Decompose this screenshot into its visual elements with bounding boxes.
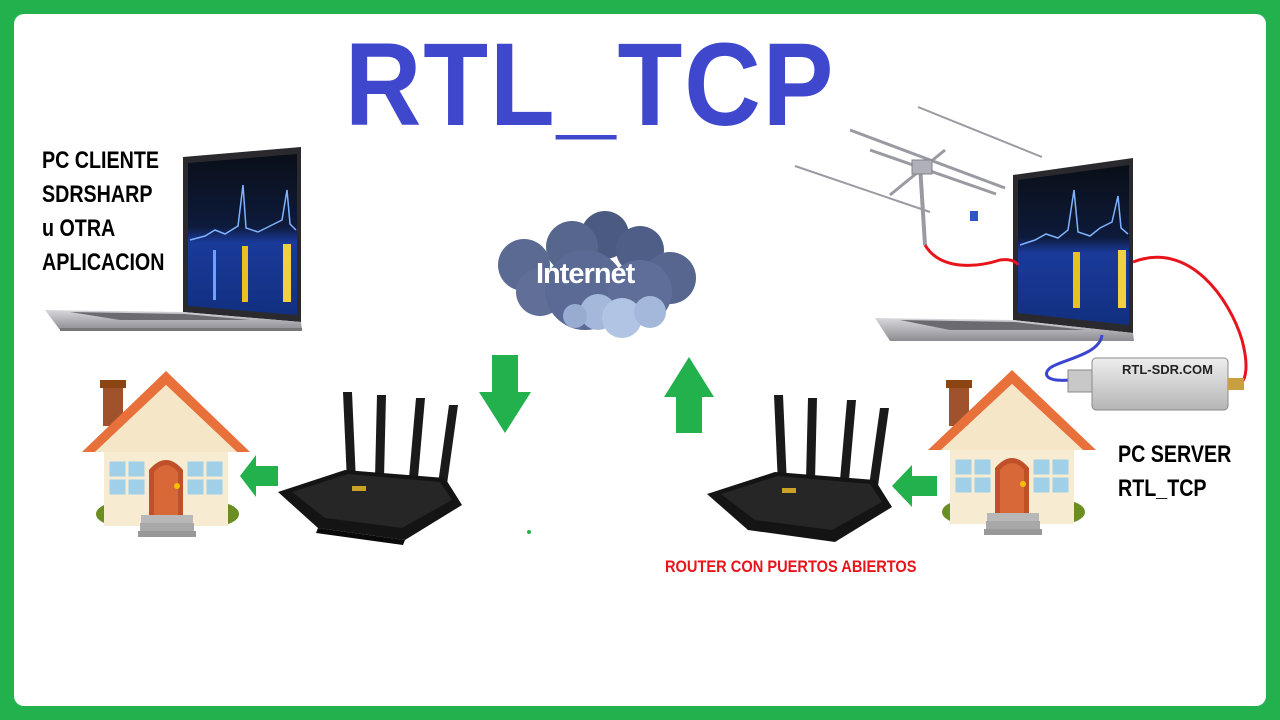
client-label: PC CLIENTE SDRSHARP u OTRA APLICACION [42, 144, 164, 280]
arrow-left-icon [892, 465, 937, 507]
antenna-icon [794, 106, 1043, 246]
server-label-line: PC SERVER [1118, 441, 1232, 468]
server-label: PC SERVER RTL_TCP [1118, 438, 1231, 506]
client-label-line: PC CLIENTE [42, 147, 160, 174]
right-router-icon [707, 395, 892, 542]
client-label-line: u OTRA [42, 215, 116, 242]
client-label-line: APLICACION [42, 249, 165, 276]
arrow-left-icon [240, 455, 278, 497]
arrow-up-icon [664, 357, 714, 433]
client-label-line: SDRSHARP [42, 181, 153, 208]
router-note: ROUTER CON PUERTOS ABIERTOS [665, 557, 917, 576]
left-house-icon [82, 371, 250, 537]
client-laptop-icon [45, 147, 302, 331]
right-house-icon [928, 370, 1096, 535]
cloud-icon [498, 211, 696, 338]
dot-marker [527, 530, 531, 534]
red-cable-dongle [1132, 255, 1248, 387]
dongle-brand: RTL-SDR.COM [1122, 362, 1213, 377]
red-cable [923, 244, 1020, 267]
blue-usb-cable [1045, 334, 1104, 382]
left-router-icon [278, 392, 462, 545]
arrow-down-icon [479, 355, 531, 433]
cloud-label: Internet [536, 258, 635, 290]
server-laptop-icon [875, 158, 1134, 341]
usb-dongle-icon [1067, 357, 1244, 411]
page-title: RTL_TCP [344, 19, 836, 151]
server-label-line: RTL_TCP [1118, 475, 1207, 502]
antenna-connector-icon [970, 211, 978, 221]
diagram-frame [14, 14, 1266, 706]
